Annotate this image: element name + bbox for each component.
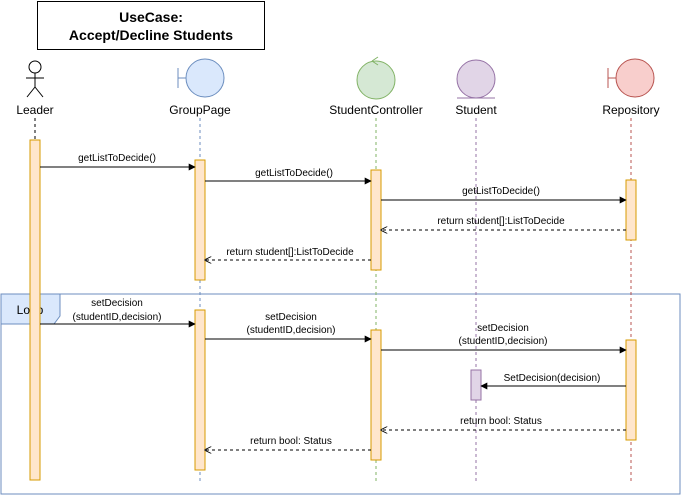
repository-boundary-icon <box>607 58 655 98</box>
message-label-6b: (studentID,decision) <box>73 312 162 323</box>
message-label-11: return bool: Status <box>250 436 332 447</box>
message-label-3: getListToDecide() <box>462 186 540 197</box>
studentcontroller-control-icon <box>356 56 396 100</box>
message-label-6a: setDecision <box>91 298 143 309</box>
leader-activation <box>29 139 41 481</box>
grouppage-label: GroupPage <box>169 103 231 117</box>
use-case-title: UseCase: Accept/Decline Students <box>37 1 265 50</box>
message-label-1: getListToDecide() <box>78 153 156 164</box>
repository-activation-2 <box>625 339 637 441</box>
repository-label: Repository <box>602 103 659 117</box>
grouppage-activation-1 <box>194 159 206 281</box>
student-activation <box>470 369 482 401</box>
grouppage-boundary-icon <box>177 58 225 98</box>
leader-actor-icon <box>26 60 44 98</box>
grouppage-activation-2 <box>194 309 206 471</box>
message-label-5: return student[]:ListToDecide <box>226 247 354 258</box>
title-line-2: Accept/Decline Students <box>68 26 234 43</box>
message-label-4: return student[]:ListToDecide <box>437 216 565 227</box>
message-label-8a: setDecision <box>477 323 529 334</box>
message-label-2: getListToDecide() <box>255 168 333 179</box>
student-entity-icon <box>456 59 496 99</box>
studentcontroller-activation-2 <box>370 329 382 461</box>
repository-activation-1 <box>625 179 637 241</box>
message-label-7b: (studentID,decision) <box>247 325 336 336</box>
message-label-7a: setDecision <box>265 312 317 323</box>
title-line-1: UseCase: <box>119 8 183 25</box>
studentcontroller-label: StudentController <box>329 103 422 117</box>
message-label-10: return bool: Status <box>460 416 542 427</box>
studentcontroller-activation-1 <box>370 169 382 271</box>
message-label-8b: (studentID,decision) <box>459 336 548 347</box>
leader-label: Leader <box>16 103 53 117</box>
message-label-9: SetDecision(decision) <box>504 373 601 384</box>
student-label: Student <box>455 103 497 117</box>
loop-frame-border <box>0 293 681 495</box>
